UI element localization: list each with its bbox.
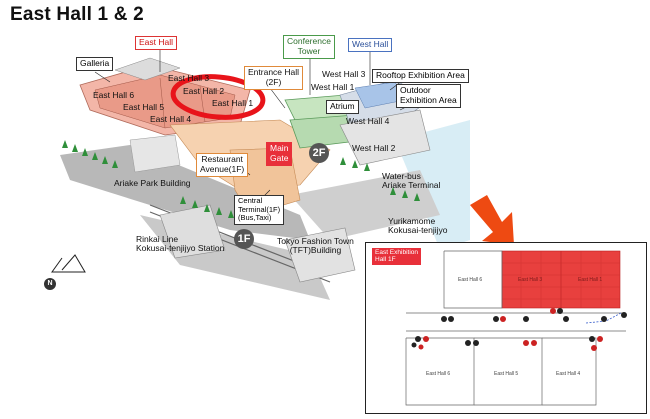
label-main-gate: Main Gate — [266, 142, 293, 166]
label-rooftop-exhibition: Rooftop Exhibition Area — [372, 69, 469, 83]
inset-label-hall-6: East Hall 6 — [458, 277, 483, 283]
inset-floor-map: East Exhibition Hall 1F East Hall 6 East… — [365, 242, 647, 414]
label-yurikamome: Yurikamome Kokusai-tenjijyo — [388, 216, 448, 235]
label-central-terminal: Central Terminal(1F) (Bus,Taxi) — [234, 195, 285, 225]
inset-label-hall-5: East Hall 5 — [494, 371, 519, 377]
label-east-hall-5: East Hall 5 — [123, 102, 165, 112]
label-ariake-park: Ariake Park Building — [114, 178, 191, 188]
label-east-hall-6: East Hall 6 — [93, 90, 135, 100]
floor-badge-1f: 1F — [234, 229, 254, 249]
label-restaurant-avenue: Restaurant Avenue(1F) — [196, 153, 249, 177]
label-west-hall-3: West Hall 3 — [322, 69, 366, 79]
inset-label-hall-4b: East Hall 4 — [556, 371, 581, 377]
floor-badge-2f: 2F — [309, 143, 329, 163]
label-east-hall-4: East Hall 4 — [150, 114, 192, 124]
label-outdoor-exhibition: Outdoor Exhibition Area — [396, 84, 461, 108]
label-east-hall: East Hall — [135, 36, 178, 50]
inset-label-hall-3: East Hall 3 — [518, 277, 543, 283]
label-waterbus: Water-bus Ariake Terminal — [382, 171, 441, 190]
page-title: East Hall 1 & 2 — [10, 4, 144, 25]
inset-title: East Exhibition Hall 1F — [372, 248, 421, 265]
label-west-hall-4: West Hall 4 — [346, 116, 390, 126]
label-conference-tower: Conference Tower — [283, 35, 335, 59]
highlight-ring — [170, 74, 266, 120]
label-rinkai: Rinkai Line Kokusai-tenjijyo Station — [136, 234, 225, 253]
compass-icon — [51, 254, 86, 273]
inset-label-hall-4: East Hall 6 — [426, 371, 451, 377]
label-east-hall-2: East Hall 2 — [183, 86, 225, 96]
label-galleria: Galleria — [76, 57, 114, 71]
label-entrance-hall: Entrance Hall (2F) — [244, 66, 304, 90]
label-east-hall-3: East Hall 3 — [168, 73, 210, 83]
compass-n-badge: N — [44, 278, 56, 290]
label-tft: Tokyo Fashion Town (TFT)Building — [277, 236, 354, 255]
label-west-hall-1: West Hall 1 — [311, 82, 355, 92]
inset-label-hall-1: East Hall 1 — [578, 277, 603, 283]
label-east-hall-1: East Hall 1 — [212, 98, 254, 108]
label-west-hall: West Hall — [348, 38, 393, 52]
label-atrium: Atrium — [326, 100, 359, 114]
label-west-hall-2: West Hall 2 — [352, 143, 396, 153]
